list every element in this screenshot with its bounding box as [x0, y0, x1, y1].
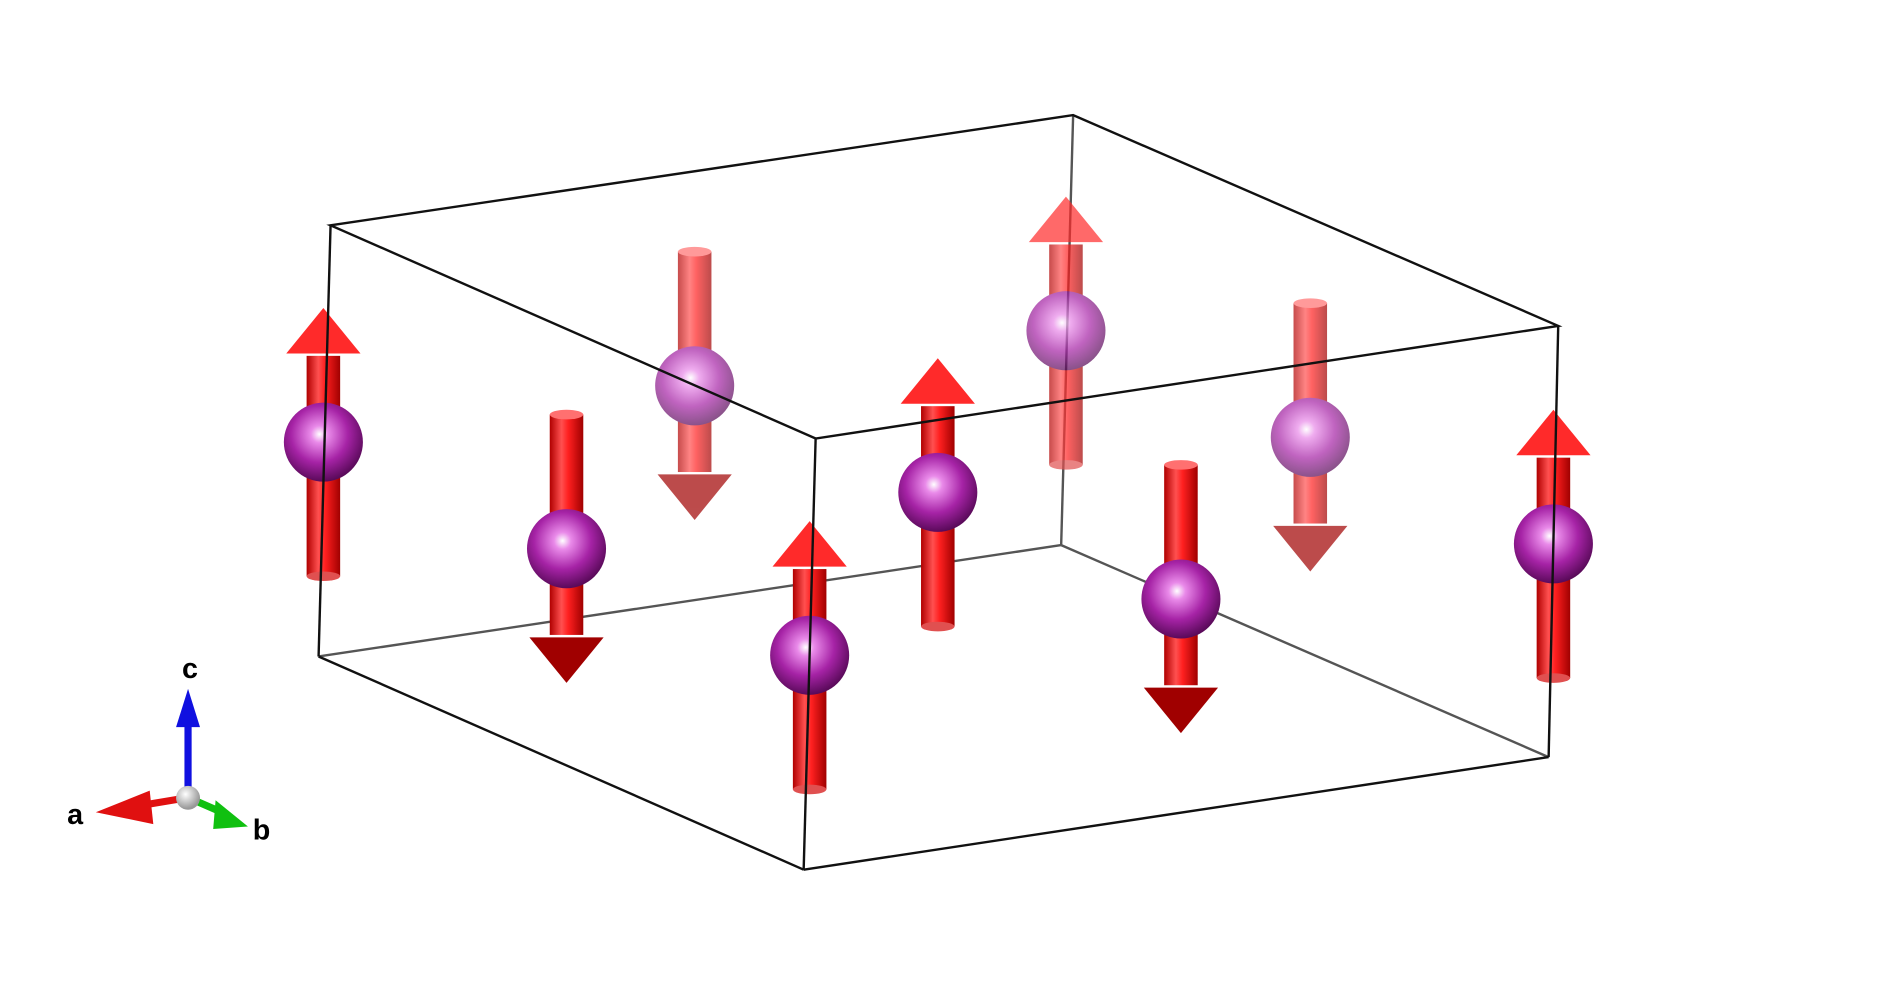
- axis-origin-sphere: [176, 785, 201, 810]
- atom-sphere: [1026, 291, 1106, 371]
- atom-with-spin-down[interactable]: [526, 409, 607, 683]
- spin-shaft-cap: [921, 621, 955, 632]
- atom-sphere: [526, 509, 607, 589]
- spin-down-arrowhead-icon: [529, 637, 604, 683]
- spin-down-arrowhead-icon: [657, 474, 732, 520]
- atom-with-spin-down[interactable]: [1141, 460, 1221, 734]
- spin-down-arrowhead-icon: [1273, 525, 1348, 572]
- spin-up-arrowhead-icon: [1516, 409, 1591, 456]
- atom-sphere: [1270, 397, 1350, 477]
- b-axis-arrow: [192, 796, 248, 829]
- unit-cell-front-edges: [317, 113, 1563, 871]
- a-axis-arrow: [95, 790, 181, 825]
- spin-shaft-cap: [306, 571, 341, 582]
- b-axis-label: b: [253, 815, 271, 847]
- spin-shaft-cap: [1536, 673, 1571, 683]
- c-axis-arrow: [176, 688, 201, 794]
- spin-up-arrowhead-icon: [1028, 196, 1104, 243]
- c-axis-label: c: [182, 653, 198, 685]
- atom-with-spin-down[interactable]: [655, 246, 735, 520]
- spin-shaft-cap: [1164, 460, 1198, 470]
- spin-up-arrowhead-icon: [286, 307, 361, 354]
- axis-indicator: c a b: [67, 653, 270, 847]
- atom-with-spin-down[interactable]: [1270, 298, 1350, 572]
- spin-up-arrowhead-icon: [772, 521, 847, 567]
- spin-down-arrowhead-icon: [1143, 687, 1219, 734]
- spin-shaft-cap: [549, 409, 584, 420]
- spin-shaft-cap: [677, 246, 712, 257]
- atom-sphere: [898, 452, 978, 532]
- spin-shaft-cap: [1293, 298, 1328, 308]
- spin-shaft-cap: [792, 784, 827, 795]
- atoms-layer: [283, 196, 1593, 795]
- atom-sphere: [1141, 559, 1221, 639]
- atom-with-spin-up[interactable]: [898, 358, 978, 632]
- spin-up-arrowhead-icon: [900, 358, 975, 404]
- atom-with-spin-up[interactable]: [1026, 196, 1106, 470]
- a-axis-label: a: [67, 799, 84, 831]
- spin-shaft-cap: [1049, 460, 1083, 470]
